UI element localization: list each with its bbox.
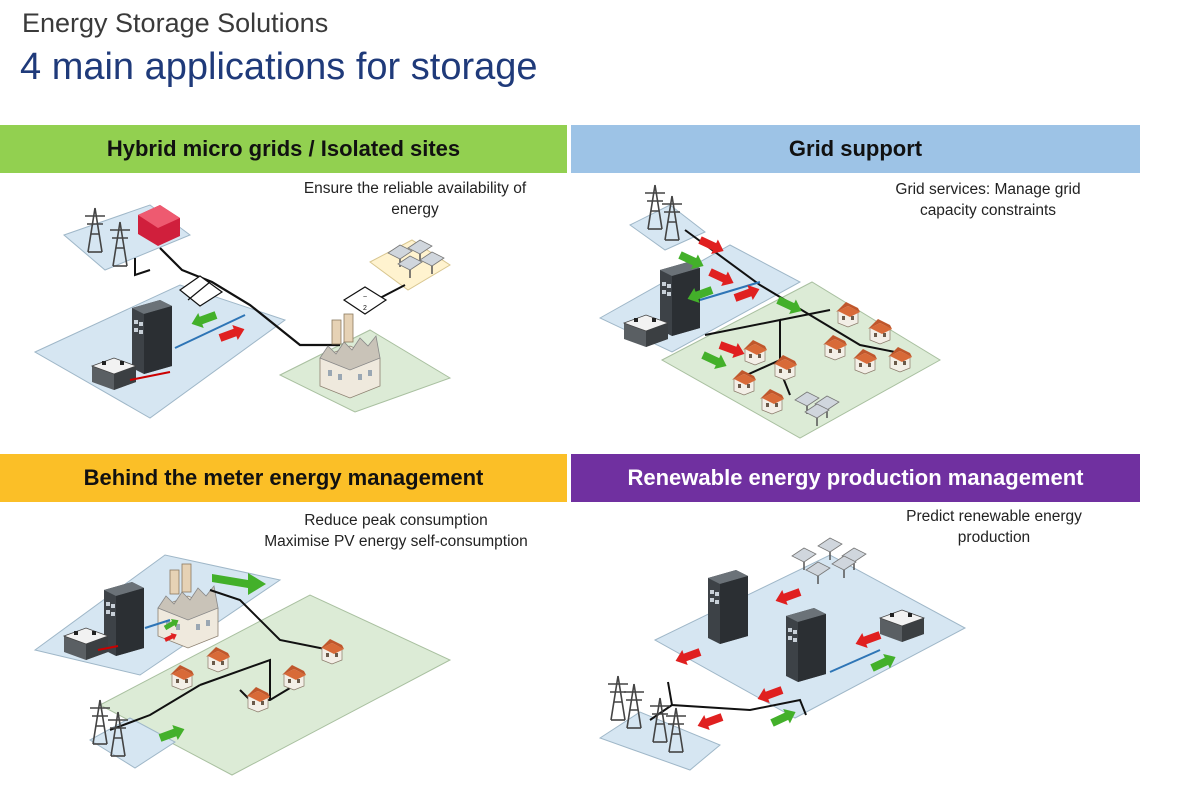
band-hybrid-micro-grids: Hybrid micro grids / Isolated sites <box>0 125 567 173</box>
description-hybrid: Ensure the reliable availability of ener… <box>270 178 560 220</box>
description-line: production <box>957 529 1031 546</box>
description-behind-meter: Reduce peak consumption Maximise PV ener… <box>226 510 566 552</box>
description-line: Maximise PV energy self-consumption <box>264 533 528 550</box>
converter-label-top: ~ <box>363 294 367 301</box>
description-grid-support: Grid services: Manage grid capacity cons… <box>858 179 1118 221</box>
description-line: capacity constraints <box>919 202 1057 219</box>
factory-icon <box>319 313 381 399</box>
converter-label-bottom: 2 <box>363 305 367 312</box>
page-title: Energy Storage Solutions <box>22 8 329 38</box>
band-label: Grid support <box>788 136 923 161</box>
description-line: Ensure the reliable availability of <box>303 180 527 197</box>
description-renewable: Predict renewable energy production <box>860 506 1128 548</box>
storage-cabinet-icon <box>708 570 748 644</box>
band-grid-support: Grid support <box>571 125 1140 173</box>
band-label: Hybrid micro grids / Isolated sites <box>106 136 461 161</box>
band-renewable: Renewable energy production management <box>571 454 1140 502</box>
storage-cabinet-icon <box>132 300 172 374</box>
band-label: Renewable energy production management <box>627 465 1084 490</box>
grid-support-diagram <box>598 184 941 439</box>
hybrid-diagram: ~ 2 <box>33 204 452 419</box>
inverter-icon: ~ 2 <box>342 286 388 315</box>
band-behind-meter: Behind the meter energy management <box>0 454 567 502</box>
description-line: Reduce peak consumption <box>304 512 488 529</box>
storage-cabinet-icon <box>786 608 826 682</box>
switch-icon <box>178 275 224 307</box>
page-subtitle: 4 main applications for storage <box>20 46 538 88</box>
storage-cabinet-icon <box>104 582 144 656</box>
arrow-green-icon <box>157 573 266 746</box>
description-line: Predict renewable energy <box>906 508 1082 525</box>
behind-meter-diagram <box>33 554 452 776</box>
renewable-diagram <box>598 537 967 771</box>
description-line: energy <box>391 201 439 218</box>
description-line: Grid services: Manage grid <box>895 181 1081 198</box>
band-label: Behind the meter energy management <box>83 465 484 490</box>
generator-icon <box>138 205 180 246</box>
